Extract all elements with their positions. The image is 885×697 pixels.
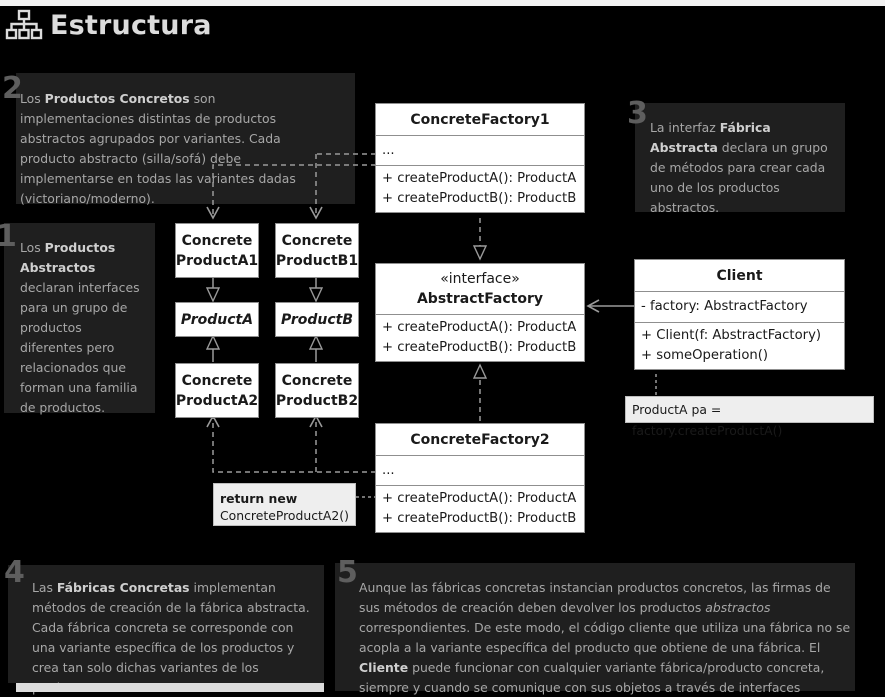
factory2-a2-dependency	[206, 414, 376, 473]
client-code-callout: ProductA pa = factory.createProductA()	[625, 396, 874, 438]
class-field: - factory: AbstractFactory	[635, 291, 844, 322]
class-name: Client	[716, 268, 763, 284]
return-keyword: return new	[220, 491, 298, 506]
section-header: Estructura	[4, 6, 212, 44]
class-methods: + createProductA(): ProductA + createPro…	[376, 165, 584, 212]
note-number: 5	[337, 555, 358, 590]
client-class: Client - factory: AbstractFactory + Clie…	[634, 259, 845, 370]
note-3: 3 La interfaz Fábrica Abstracta declara …	[627, 99, 845, 215]
method-create-b: + createProductB(): ProductB	[382, 511, 577, 526]
note-text: La interfaz Fábrica Abstracta declara un…	[650, 120, 828, 215]
note-1: 1 Los Productos Abstractos declaran inte…	[0, 222, 155, 415]
class-name: ConcreteFactory1	[410, 112, 550, 128]
product-a: ProductA	[175, 302, 259, 337]
note-5: 5 Aunque las fábricas concretas instanci…	[335, 555, 855, 695]
class-methods: + createProductA(): ProductA + createPro…	[376, 485, 584, 532]
factory1-a1-dependency	[213, 153, 376, 218]
note-number: 1	[0, 219, 17, 254]
product-b: ProductB	[275, 302, 359, 337]
class-name: AbstractFactory	[416, 291, 544, 307]
abstract-factory: «interface» AbstractFactory + createProd…	[375, 263, 585, 362]
return-callout: return new ConcreteProductA2()	[213, 483, 356, 526]
stereotype: «interface»	[440, 271, 520, 287]
class-methods: + Client(f: AbstractFactory) + someOpera…	[635, 322, 844, 369]
method-create-a: + createProductA(): ProductA	[382, 320, 577, 335]
hierarchy-icon	[5, 9, 43, 40]
method-create-b: + createProductB(): ProductB	[382, 191, 577, 206]
note-number: 3	[627, 96, 648, 131]
note-4-bar	[16, 683, 324, 692]
note-text: Aunque las fábricas concretas instancian…	[359, 580, 851, 695]
page-title: Estructura	[50, 9, 212, 41]
class-fields: ...	[376, 135, 584, 165]
note-text: Los Productos Concretos son implementaci…	[20, 91, 296, 206]
method-create-a: + createProductA(): ProductA	[382, 491, 577, 506]
class-header: «interface» AbstractFactory	[376, 264, 584, 314]
note-number: 4	[4, 555, 25, 590]
method-some-operation: + someOperation()	[641, 348, 769, 363]
class-fields: ...	[376, 455, 584, 485]
top-band	[0, 0, 885, 6]
note-2: 2 Los Productos Concretos son implementa…	[2, 73, 355, 206]
note-number: 2	[2, 71, 23, 106]
note-text: Los Productos Abstractos declaran interf…	[20, 240, 140, 415]
return-expression: ConcreteProductA2()	[220, 508, 349, 523]
method-create-a: + createProductA(): ProductA	[382, 171, 577, 186]
method-constructor: + Client(f: AbstractFactory)	[641, 328, 822, 343]
class-methods: + createProductA(): ProductA + createPro…	[376, 314, 584, 361]
concrete-factory-1: ConcreteFactory1 ... + createProductA():…	[375, 103, 585, 213]
class-name: ConcreteFactory2	[410, 432, 550, 448]
concrete-factory-2: ConcreteFactory2 ... + createProductA():…	[375, 423, 585, 533]
method-create-b: + createProductB(): ProductB	[382, 340, 577, 355]
